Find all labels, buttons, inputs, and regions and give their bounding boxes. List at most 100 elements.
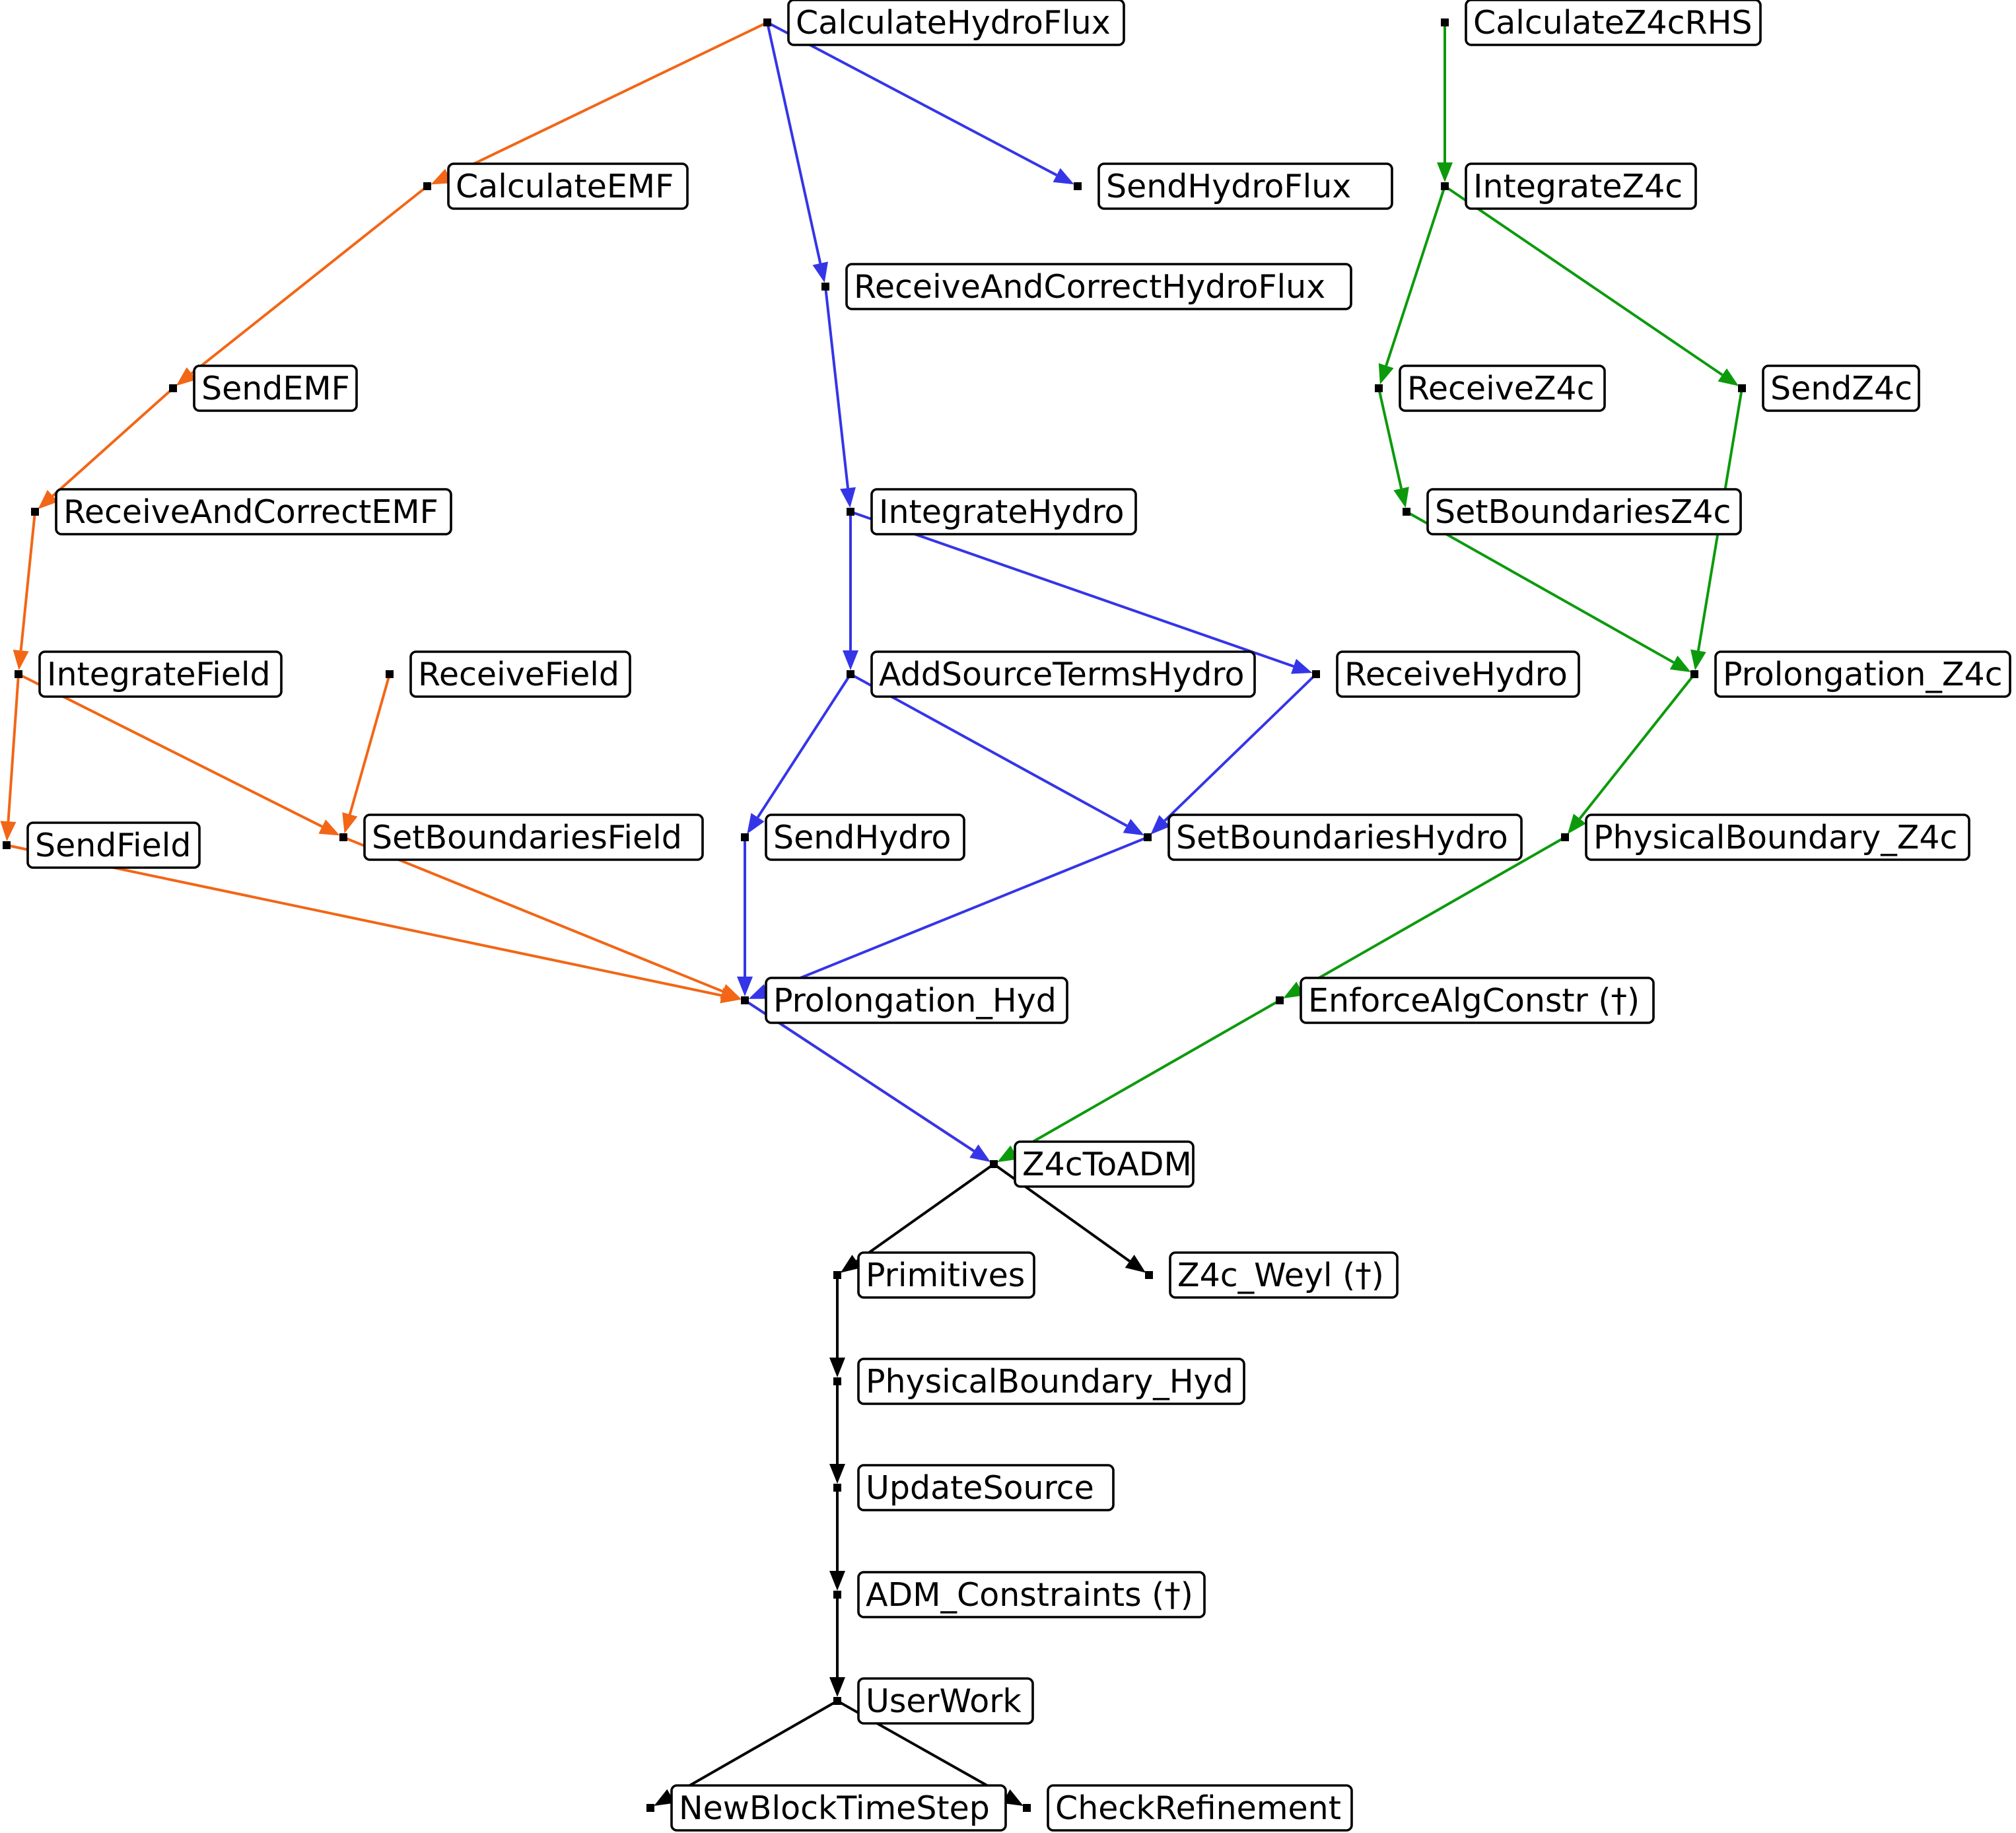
node-label: ReceiveHydro	[1344, 656, 1568, 693]
node-label: CalculateEMF	[456, 168, 674, 205]
node-box	[363, 813, 704, 861]
node-box	[1465, 162, 1697, 210]
arrowhead	[0, 821, 17, 842]
edge-line	[766, 836, 1148, 993]
node-box	[1336, 650, 1580, 698]
node-anchor	[741, 996, 749, 1004]
node-box	[1465, 0, 1762, 46]
node-CalculateZ4cRHS: CalculateZ4cRHS	[1441, 0, 1762, 46]
arrowhead	[1283, 981, 1305, 999]
node-label: CheckRefinement	[1055, 1789, 1341, 1827]
edge-ReceiveAndCorrectHydroFlux-to-IntegrateHydro	[824, 286, 856, 508]
edge-IntegrateZ4c-to-SendZ4c	[1443, 185, 1739, 386]
node-anchor	[3, 841, 11, 849]
node-box	[55, 488, 452, 536]
edge-line	[448, 21, 768, 178]
edge-SetBoundariesField-to-Prolongation_Hyd	[343, 836, 742, 999]
node-anchor	[646, 1804, 654, 1812]
node-UpdateSource: UpdateSource	[833, 1464, 1115, 1511]
edge-CalculateEMF-to-SendEMF	[176, 185, 429, 386]
node-box	[447, 162, 689, 210]
arrowhead	[829, 1464, 845, 1484]
node-anchor	[1276, 996, 1284, 1004]
node-label: PhysicalBoundary_Z4c	[1593, 819, 1958, 856]
node-anchor	[847, 670, 854, 678]
arrowhead	[1150, 815, 1171, 835]
edge-IntegrateZ4c-to-ReceiveZ4c	[1378, 186, 1446, 385]
node-ADM_Constraints: ADM_Constraints (†)	[833, 1571, 1206, 1618]
node-anchor	[1144, 833, 1152, 841]
arrowhead	[829, 1358, 845, 1377]
edge-ReceiveHydro-to-SetBoundariesHydro	[1150, 673, 1317, 835]
node-label: NewBlockTimeStep	[679, 1789, 990, 1827]
node-Prolongation_Hyd: Prolongation_Hyd	[741, 977, 1068, 1024]
node-Prolongation_Z4c: Prolongation_Z4c	[1690, 650, 2011, 698]
edge-Prolongation_Z4c-to-PhysicalBoundary_Z4c	[1567, 673, 1696, 835]
node-anchor	[1145, 1271, 1153, 1279]
arrowhead	[748, 984, 770, 999]
node-label: SetBoundariesHydro	[1176, 819, 1508, 856]
arrowhead	[1123, 819, 1144, 836]
edge-PhysicalBoundary_Z4c-to-EnforceAlgConstr	[1283, 836, 1566, 999]
arrowhead	[318, 819, 340, 836]
node-anchor	[1312, 670, 1320, 678]
arrowhead	[342, 812, 358, 834]
edge-ReceiveZ4c-to-SetBoundariesZ4c	[1377, 388, 1409, 508]
node-box	[765, 813, 965, 861]
edge-IntegrateField-to-SetBoundariesField	[18, 673, 340, 836]
node-label: AddSourceTermsHydro	[879, 656, 1244, 693]
node-box	[1300, 977, 1655, 1024]
node-box	[1426, 488, 1742, 536]
node-Primitives: Primitives	[833, 1251, 1035, 1299]
node-anchor	[1074, 182, 1082, 190]
edge-IntegrateHydro-to-ReceiveHydro	[850, 510, 1313, 674]
node-box	[1167, 813, 1523, 861]
arrowhead	[1053, 168, 1074, 185]
arrowhead	[840, 487, 856, 508]
node-label: EnforceAlgConstr (†)	[1308, 982, 1640, 1020]
arrowhead	[829, 1677, 845, 1697]
node-PhysicalBoundary_Hyd: PhysicalBoundary_Hyd	[833, 1358, 1245, 1405]
edge-CalculateHydroFlux-to-ReceiveAndCorrectHydroFlux	[766, 22, 828, 283]
edge-line	[1578, 673, 1696, 820]
node-box	[670, 1784, 1007, 1832]
edge-Prolongation_Hyd-to-Z4cToADM	[744, 999, 991, 1162]
node-SetBoundariesHydro: SetBoundariesHydro	[1144, 813, 1523, 861]
edge-line	[1300, 836, 1566, 990]
edge-SendEMF-to-ReceiveAndCorrectEMF	[38, 387, 174, 509]
edges-layer	[0, 21, 1743, 1807]
node-box	[1014, 1140, 1195, 1188]
edge-PhysicalBoundary_Hyd-to-UpdateSource	[829, 1381, 845, 1484]
node-SendField: SendField	[3, 821, 201, 869]
edge-line	[670, 1700, 838, 1797]
node-PhysicalBoundary_Z4c: PhysicalBoundary_Z4c	[1561, 813, 1970, 861]
node-label: Prolongation_Z4c	[1723, 656, 2003, 693]
node-label: PhysicalBoundary_Hyd	[866, 1363, 1234, 1401]
edge-ReceiveField-to-SetBoundariesField	[342, 674, 391, 834]
arrowhead	[1291, 658, 1313, 674]
node-ReceiveHydro: ReceiveHydro	[1312, 650, 1580, 698]
node-EnforceAlgConstr: EnforceAlgConstr (†)	[1276, 977, 1655, 1024]
node-label: SetBoundariesField	[372, 819, 682, 856]
node-anchor	[833, 1271, 841, 1279]
edge-ADM_Constraints-to-UserWork	[829, 1595, 845, 1697]
arrowhead	[1718, 368, 1739, 386]
node-box	[1097, 162, 1393, 210]
node-anchor	[386, 670, 394, 678]
edge-UpdateSource-to-ADM_Constraints	[829, 1488, 845, 1591]
node-anchor	[169, 384, 177, 392]
node-SendEMF: SendEMF	[169, 364, 358, 412]
edge-line	[348, 674, 391, 815]
edge-line	[1164, 673, 1317, 822]
node-box	[1399, 364, 1606, 412]
node-Z4c_Weyl: Z4c_Weyl (†)	[1145, 1251, 1399, 1299]
edge-line	[766, 22, 822, 264]
node-label: CalculateHydroFlux	[796, 4, 1111, 42]
node-label: ReceiveAndCorrectEMF	[63, 493, 438, 531]
node-label: IntegrateHydro	[879, 493, 1125, 531]
arrowhead	[431, 168, 452, 185]
node-IntegrateZ4c: IntegrateZ4c	[1441, 162, 1697, 210]
node-label: SendEMF	[201, 370, 350, 407]
node-ReceiveField: ReceiveField	[386, 650, 631, 698]
node-box	[857, 1464, 1115, 1511]
